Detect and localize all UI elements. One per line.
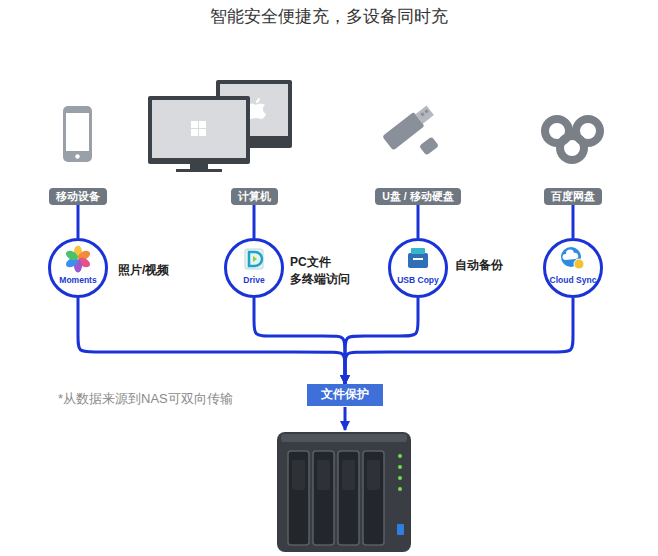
phone-icon xyxy=(63,106,92,162)
node-text: 文件保护 xyxy=(321,384,369,404)
connector xyxy=(78,298,345,384)
node-text: USB Copy xyxy=(388,275,448,285)
circle-outline xyxy=(48,238,108,298)
connector xyxy=(345,298,418,384)
circle-border xyxy=(545,240,602,297)
process-box: 文件保护 xyxy=(307,384,383,406)
nas-device xyxy=(277,432,411,552)
circle-outline xyxy=(224,238,284,298)
circle-outline xyxy=(388,238,448,298)
feature-label: 自动备份 xyxy=(455,257,503,274)
connector xyxy=(417,205,420,239)
category-pill: 计算机 xyxy=(231,188,278,205)
usb-copy-app-icon xyxy=(408,248,428,268)
cloud-drive-logo xyxy=(545,119,600,160)
circle-border xyxy=(226,240,283,297)
drive-app-icon xyxy=(245,249,263,269)
footnote: *从数据来源到NAS可双向传输 xyxy=(58,390,233,408)
app-circle: Drive xyxy=(224,238,284,298)
connector xyxy=(572,205,575,239)
node-text: Drive xyxy=(224,275,284,285)
app-circle: Cloud Sync xyxy=(543,238,603,298)
connector xyxy=(345,298,573,384)
node-text: 计算机 xyxy=(238,188,271,205)
connector xyxy=(253,205,256,239)
feature-label: PC文件 多终端访问 xyxy=(290,254,356,288)
diagram-title: 智能安全便捷充，多设备同时充 xyxy=(0,5,658,28)
connector xyxy=(77,205,80,239)
cloud-sync-app-icon xyxy=(561,247,584,269)
node-text: 百度网盘 xyxy=(551,188,595,205)
feature-label: 照片/视频 xyxy=(118,262,169,279)
usb-stick-icon xyxy=(382,103,439,155)
category-pill: 移动设备 xyxy=(49,188,107,205)
node-text: Cloud Sync xyxy=(543,275,603,285)
circle-border xyxy=(390,240,447,297)
node-text: U盘 / 移动硬盘 xyxy=(382,188,453,205)
circle-border xyxy=(50,240,107,297)
node-text: 移动设备 xyxy=(56,188,100,205)
category-pill: U盘 / 移动硬盘 xyxy=(375,188,461,205)
node-text: Moments xyxy=(48,275,108,285)
computer-icon xyxy=(148,80,292,172)
nas-arrow xyxy=(344,407,347,430)
moments-app-icon xyxy=(64,246,91,273)
app-circle: USB Copy xyxy=(388,238,448,298)
app-circle: Moments xyxy=(48,238,108,298)
category-pill: 百度网盘 xyxy=(544,188,602,205)
connector xyxy=(254,298,345,384)
circle-outline xyxy=(543,238,603,298)
